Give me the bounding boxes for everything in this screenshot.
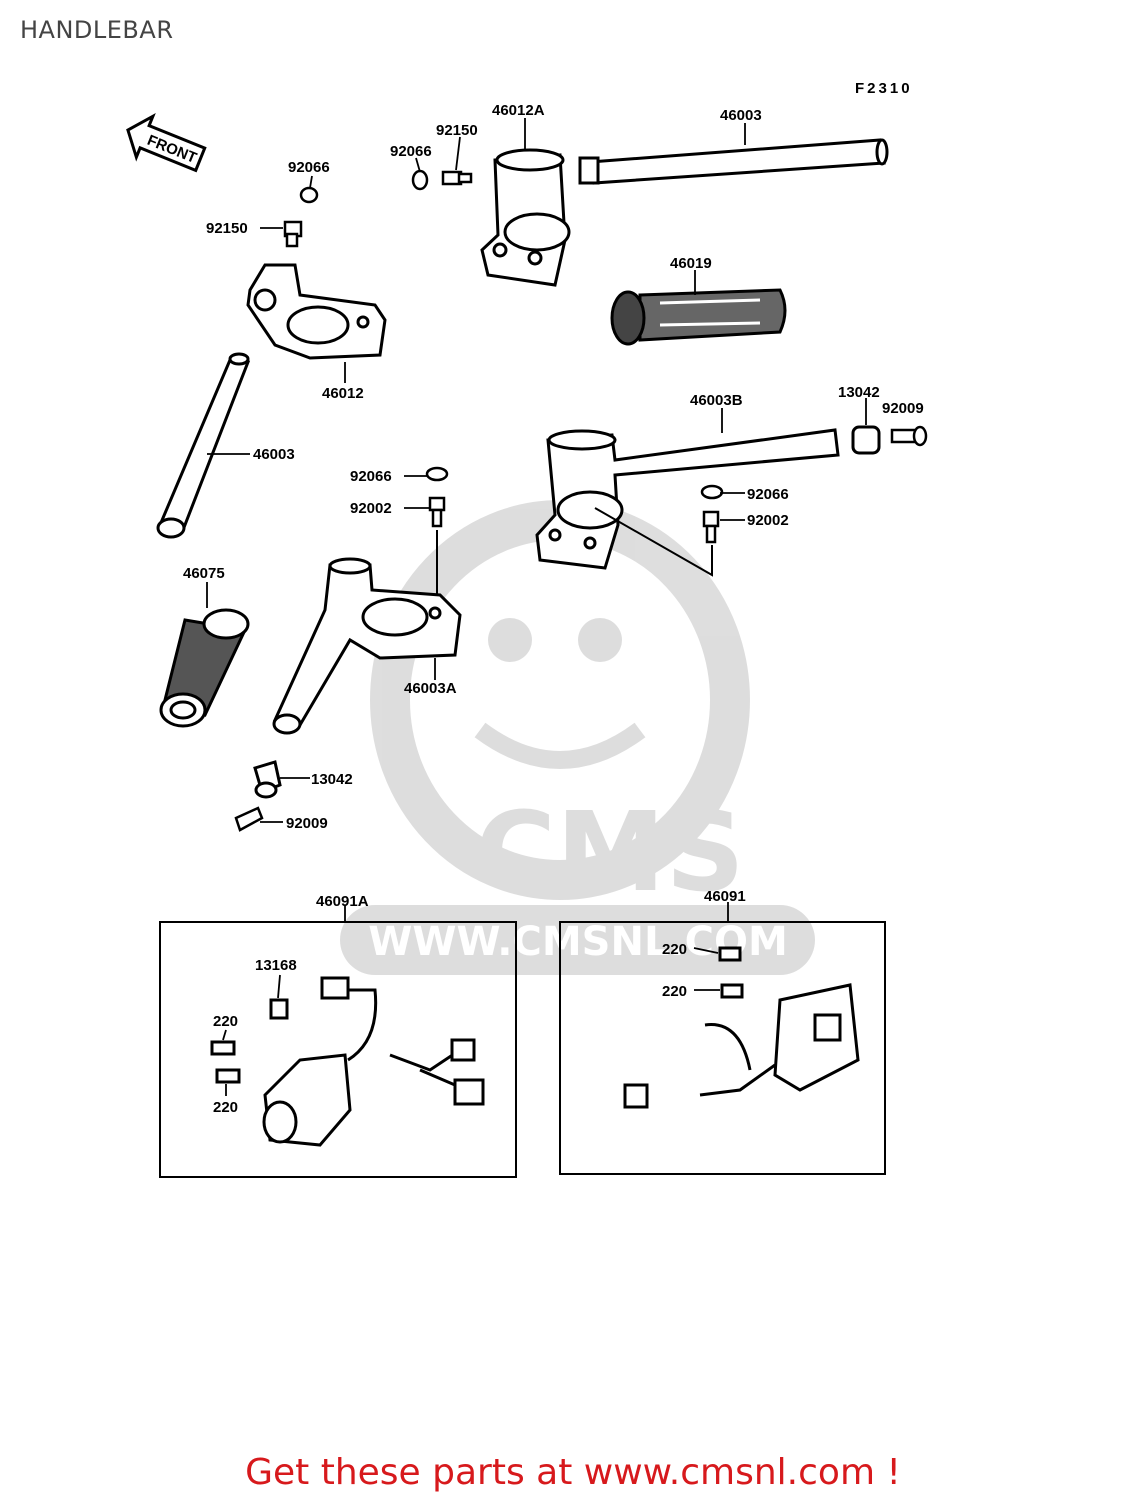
label-92066-top: 92066	[390, 143, 432, 160]
washer-92066-mid	[425, 466, 449, 482]
label-92066-left: 92066	[288, 159, 330, 176]
label-46012: 46012	[322, 385, 364, 402]
label-46091: 46091	[704, 888, 746, 905]
bracket-46012A	[480, 148, 571, 287]
bracket-46003A	[272, 557, 462, 735]
label-13042-left: 13042	[311, 771, 353, 788]
bolt-92002-right	[702, 510, 720, 544]
label-46075: 46075	[183, 565, 225, 582]
label-46003B: 46003B	[690, 392, 743, 409]
washer-92066-top	[411, 169, 429, 191]
front-arrow-icon: FRONT	[126, 113, 207, 173]
label-92009-left: 92009	[286, 815, 328, 832]
watermark-site-text: WWW.CMSNL.COM	[368, 919, 788, 965]
label-13042-right: 13042	[838, 384, 880, 401]
bracket-46012	[246, 263, 387, 360]
label-46003-top: 46003	[720, 107, 762, 124]
bolt-92002-mid	[428, 496, 446, 528]
label-46003-left: 46003	[253, 446, 295, 463]
figure-code: F2310	[855, 80, 913, 97]
weight-13042-right	[851, 425, 881, 455]
tube-46003-left	[156, 352, 251, 539]
page-title: HANDLEBAR	[20, 16, 174, 44]
label-92066-mid: 92066	[350, 468, 392, 485]
label-220-b: 220	[213, 1099, 238, 1116]
label-220-a: 220	[213, 1013, 238, 1030]
label-92150-top: 92150	[436, 122, 478, 139]
label-92009-right: 92009	[882, 400, 924, 417]
label-46012A: 46012A	[492, 102, 545, 119]
bracket-46003B	[535, 428, 840, 570]
grip-46019	[610, 288, 787, 346]
watermark-logo-text: CMS	[475, 788, 744, 916]
bolt-92009-right	[890, 425, 928, 447]
watermark: CMS WWW.CMSNL.COM	[340, 500, 815, 975]
label-92002-right: 92002	[747, 512, 789, 529]
part-labels: 46012A 46003 92150 92066 92066 92150 460…	[183, 102, 924, 1116]
label-46091A: 46091A	[316, 893, 369, 910]
grip-46075	[159, 608, 250, 728]
bolt-92150-left	[283, 220, 303, 248]
switch-46091A	[210, 976, 485, 1147]
label-92150-left: 92150	[206, 220, 248, 237]
leader-lines	[206, 118, 867, 1096]
box-46091	[559, 921, 886, 1175]
label-220-d: 220	[662, 983, 687, 1000]
washer-92066-right	[700, 484, 724, 500]
label-92066-right: 92066	[747, 486, 789, 503]
tube-46003-top	[578, 138, 889, 185]
bolt-92009-left	[234, 806, 264, 832]
label-220-c: 220	[662, 941, 687, 958]
footer-promo-text: Get these parts at www.cmsnl.com !	[245, 1452, 901, 1493]
switch-46091	[623, 946, 860, 1109]
label-13168: 13168	[255, 957, 297, 974]
box-46091A	[159, 921, 517, 1178]
leader-92002-right-to-bracket	[594, 507, 713, 577]
label-92002-mid: 92002	[350, 500, 392, 517]
washer-92066-left	[299, 186, 319, 204]
bolt-92150-top	[441, 170, 473, 186]
weight-13042-left	[253, 760, 282, 799]
label-46019: 46019	[670, 255, 712, 272]
label-46003A: 46003A	[404, 680, 457, 697]
